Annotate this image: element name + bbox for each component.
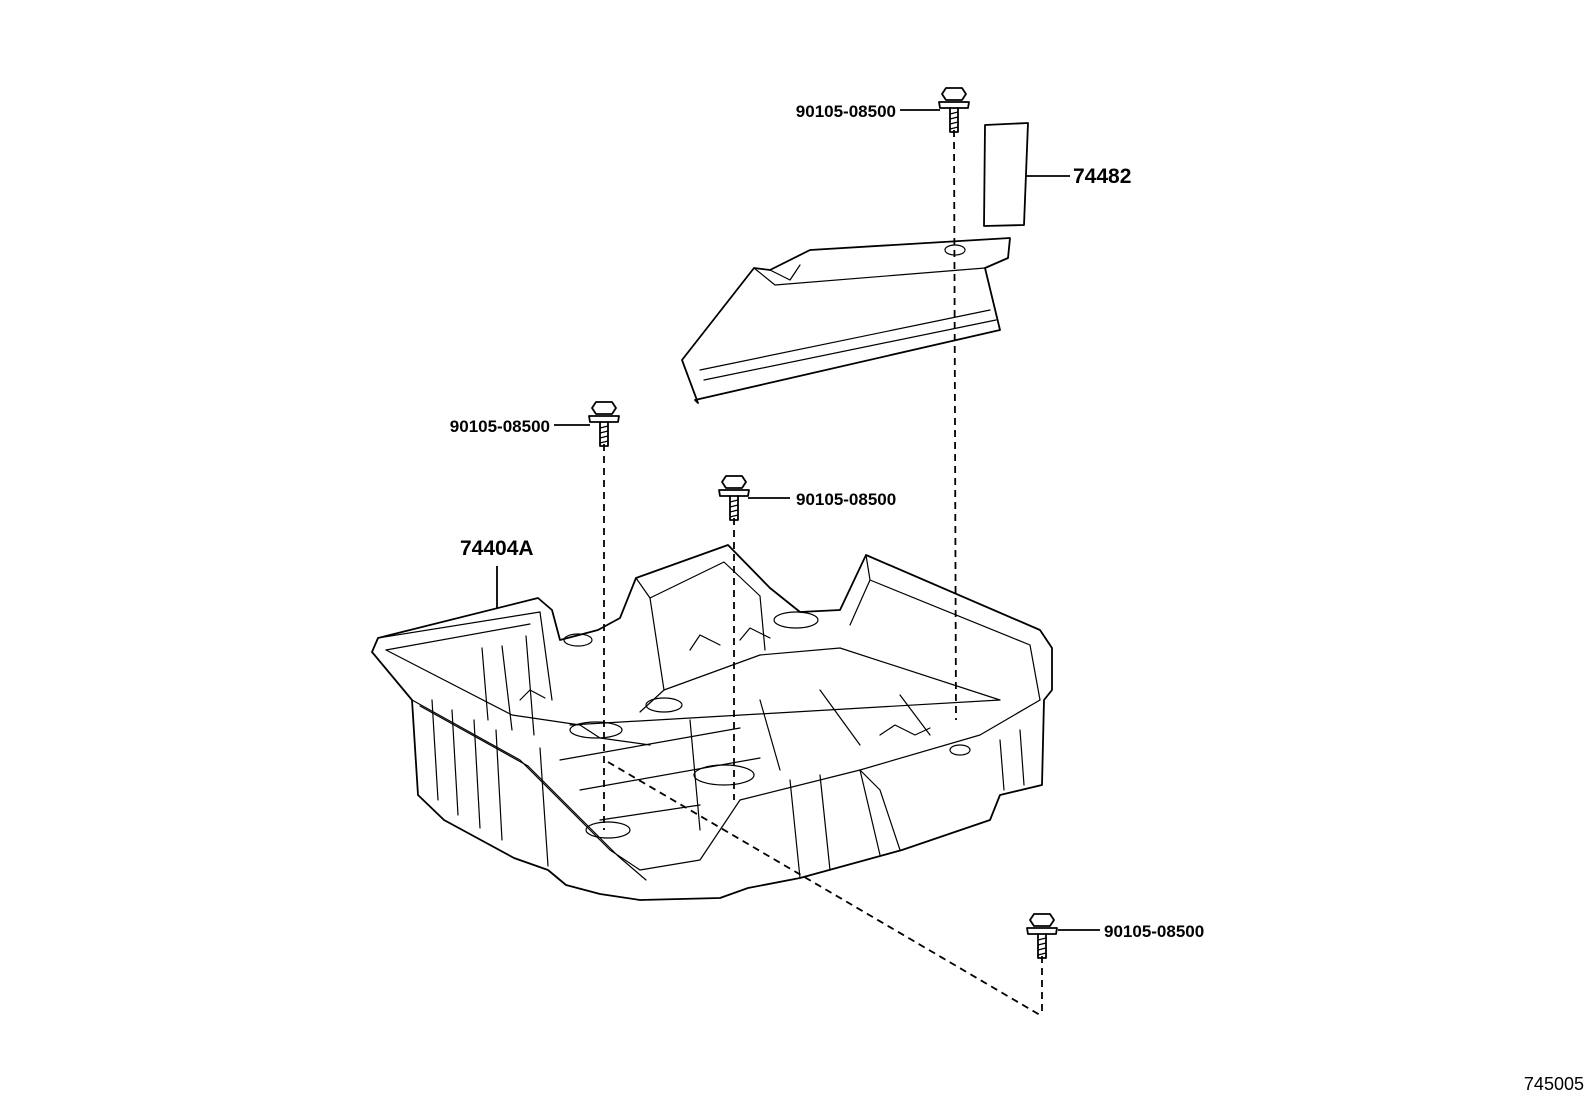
bolt-icon xyxy=(718,475,750,521)
label-tray-74404A: 74404A xyxy=(460,537,534,560)
bolt-icon xyxy=(588,401,620,447)
assembly-lines xyxy=(603,129,1043,1016)
leader-lines xyxy=(496,109,1100,931)
diagram-reference-number: 745005 xyxy=(1524,1074,1584,1094)
label-bracket-74482: 74482 xyxy=(1073,165,1131,188)
bracket-74482 xyxy=(681,122,1029,404)
bolt-icon xyxy=(1026,913,1058,959)
label-bolt-top: 90105-08500 xyxy=(796,102,896,121)
label-bolt-left: 90105-08500 xyxy=(450,417,550,436)
label-bolt-middle: 90105-08500 xyxy=(796,490,896,509)
tray-74404A xyxy=(371,544,1053,901)
bolt-icon xyxy=(938,87,970,133)
label-bolt-lower-right: 90105-08500 xyxy=(1104,922,1204,941)
